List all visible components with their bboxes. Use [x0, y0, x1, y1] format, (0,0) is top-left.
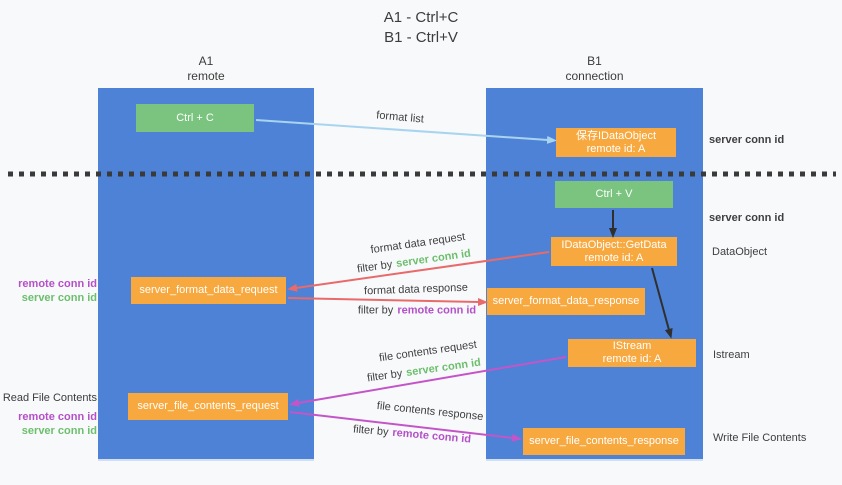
server-conn-id-annotation-3: server conn id	[21, 292, 97, 304]
title-line-1: A1 - Ctrl+C	[383, 9, 459, 26]
idataobject-getdata-box: IDataObject::GetData remote id: A	[551, 237, 677, 266]
idataobject-getdata-line2: remote id: A	[584, 251, 644, 264]
file-contents-request-arrow	[289, 356, 567, 407]
istream-line2: remote id: A	[602, 353, 662, 365]
server-format-data-request-label: server_format_data_request	[139, 284, 278, 296]
filter-by-text: filter by	[352, 423, 389, 439]
save-idataobject-box: 保存IDataObject remote id: A	[556, 128, 676, 157]
server-conn-id-annotation-4: server conn id	[21, 425, 97, 437]
format-list-arrow	[255, 119, 557, 144]
server-format-data-request-box: server_format_data_request	[131, 277, 286, 304]
remote-conn-id-annotation-1: remote conn id	[18, 278, 97, 290]
format-data-response-arrow	[287, 297, 488, 306]
istream-box: IStream remote id: A	[568, 339, 696, 367]
ctrl-c-box: Ctrl + C	[136, 104, 254, 132]
file-contents-response-arrow	[289, 411, 522, 442]
save-idataobject-line2: remote id: A	[586, 142, 646, 155]
lifeline-a1-name: A1	[198, 54, 214, 68]
dataobject-annotation: DataObject	[712, 246, 768, 258]
conn-id-annotation-block-1: remote conn id server conn id	[0, 277, 97, 305]
ctrl-v-box: Ctrl + V	[555, 181, 673, 208]
remote-conn-id-text: remote conn id	[397, 304, 477, 317]
server-file-contents-response-box: server_file_contents_response	[523, 428, 685, 455]
server-format-data-response-box: server_format_data_response	[487, 288, 645, 315]
remote-conn-id-annotation-2: remote conn id	[18, 411, 97, 423]
server-file-contents-request-label: server_file_contents_request	[137, 400, 279, 412]
diagram-title: A1 - Ctrl+C B1 - Ctrl+V	[0, 8, 842, 48]
save-idataobject-line1: 保存IDataObject	[575, 129, 657, 142]
title-line-2: B1 - Ctrl+V	[384, 29, 458, 46]
conn-id-annotation-block-2: remote conn id server conn id	[0, 410, 97, 438]
istream-annotation: Istream	[713, 349, 750, 361]
lifeline-b1-role: connection	[565, 69, 624, 83]
server-file-contents-request-box: server_file_contents_request	[128, 393, 288, 420]
lifeline-b1-header: B1 connection	[486, 54, 703, 84]
filter-by-text: filter by	[357, 304, 394, 317]
lifeline-a1-role: remote	[187, 69, 225, 83]
read-file-contents-annotation: Read File Contents	[2, 392, 97, 404]
ctrl-v-label: Ctrl + V	[595, 188, 633, 200]
server-format-data-response-label: server_format_data_response	[492, 295, 640, 307]
server-file-contents-response-label: server_file_contents_response	[529, 435, 679, 447]
idataobject-getdata-line1: IDataObject::GetData	[561, 238, 667, 251]
format-data-request-arrow	[287, 251, 550, 292]
lifeline-b1-name: B1	[587, 54, 602, 68]
server-conn-id-annotation-2: server conn id	[709, 212, 785, 224]
server-conn-id-annotation-1: server conn id	[709, 134, 785, 146]
getdata-to-istream-arrow	[651, 267, 673, 339]
lifeline-a1-header: A1 remote	[98, 54, 314, 84]
ctrl-c-label: Ctrl + C	[176, 111, 214, 124]
write-file-contents-annotation: Write File Contents	[713, 432, 807, 444]
istream-line1: IStream	[612, 340, 652, 352]
